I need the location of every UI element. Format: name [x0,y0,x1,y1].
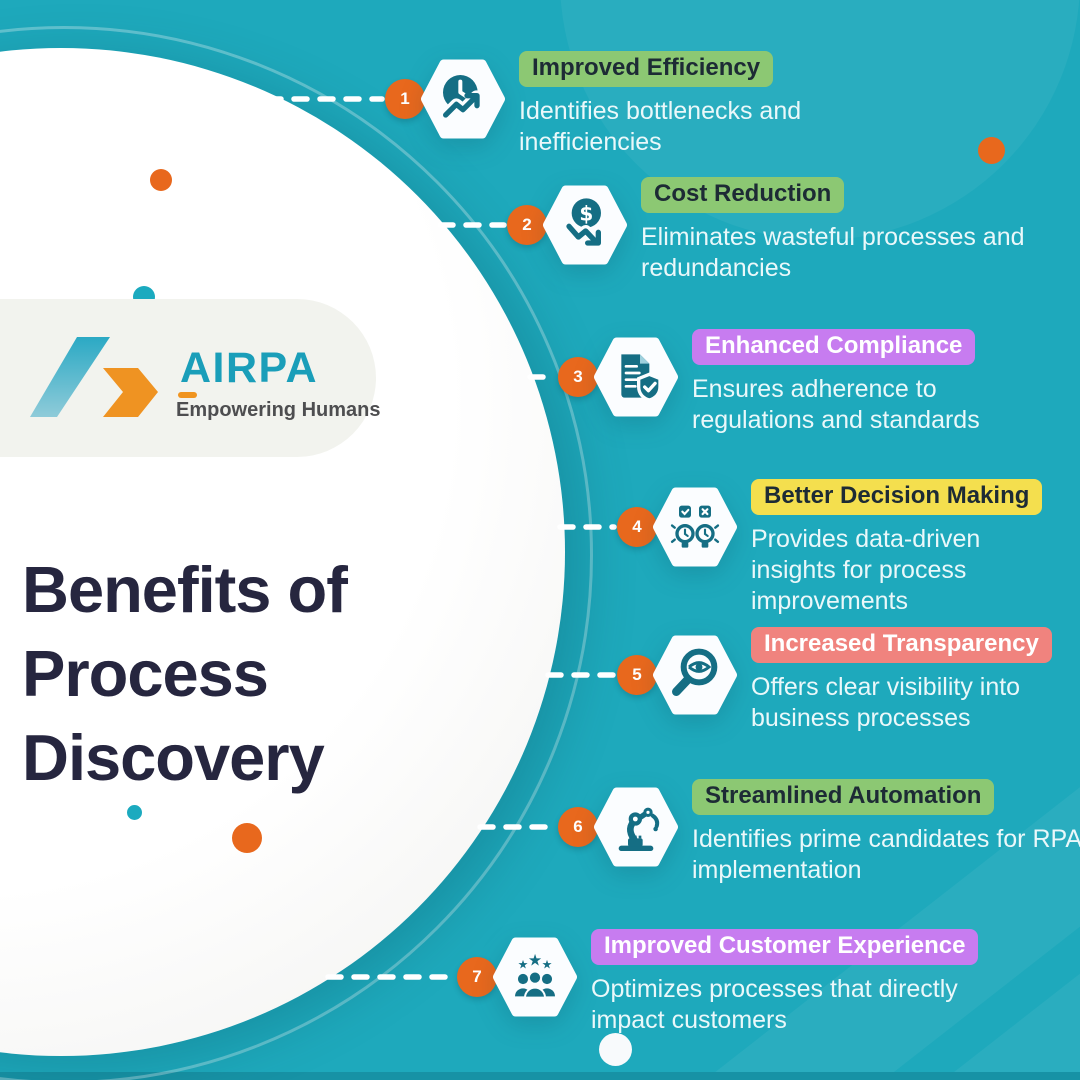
brand-name: AIRPA [180,344,319,392]
transparency-magnifier-icon [672,648,718,696]
orange-dot [232,823,262,853]
benefit-icon-hexagon [594,785,678,869]
benefit-number-badge: 7 [457,957,497,997]
benefit-label-badge: Improved Efficiency [519,51,774,87]
benefit-number-badge: 1 [385,79,425,119]
cost-reduction-coin-icon: $ [563,198,603,249]
benefit-description: Optimizes processes that directly impact… [591,975,958,1034]
page-title: Benefits of Process Discovery [22,548,348,800]
airpa-logo-icon [30,337,158,417]
benefit-label-badge: Improved Customer Experience [591,929,979,965]
customer-experience-people-icon: ★ ★ ★ [515,951,555,999]
benefit-label-badge: Streamlined Automation [692,779,995,815]
efficiency-clock-icon [439,75,483,121]
benefit-description: Provides data-driven insights for proces… [751,525,981,615]
automation-robot-arm-icon [618,807,660,851]
benefit-description: Eliminates wasteful processes and redund… [641,223,1025,282]
title-line: Process [22,637,269,710]
benefit-icon-hexagon: ★ ★ ★ [493,935,577,1019]
benefit-label-badge: Increased Transparency [751,627,1052,663]
title-line: Benefits of [22,553,348,626]
benefit-icon-hexagon [421,57,505,141]
benefit-number-badge: 6 [558,807,598,847]
benefit-description: Offers clear visibility into business pr… [751,673,1021,732]
benefit-description: Ensures adherence to regulations and sta… [692,375,980,434]
benefit-description: Identifies prime candidates for RPA impl… [692,825,1080,884]
benefit-label-badge: Enhanced Compliance [692,329,976,365]
benefit-icon-hexagon [594,335,678,419]
benefit-label-badge: Better Decision Making [751,479,1043,515]
orange-dot [150,169,172,191]
bottom-accent-strip [0,1072,1080,1080]
svg-text:$: $ [579,201,593,225]
svg-text:★: ★ [518,957,529,971]
benefit-number-badge: 2 [507,205,547,245]
brand-accent-dash [178,392,197,398]
benefit-icon-hexagon: $ [543,183,627,267]
hexagon-shape [594,787,678,867]
compliance-document-icon [621,354,662,402]
benefit-icon-hexagon [653,485,737,569]
benefit-icon-hexagon [653,633,737,717]
title-line: Discovery [22,721,325,794]
teal-dot [127,805,142,820]
hexagon-shape [653,487,737,567]
decision-bulbs-icon [670,505,720,548]
orange-dot [978,137,1005,164]
benefit-number-badge: 5 [617,655,657,695]
svg-text:★: ★ [528,951,542,970]
svg-text:★: ★ [542,957,553,971]
benefit-number-badge: 3 [558,357,598,397]
brand-tagline: Empowering Humans [176,399,381,421]
benefit-number-badge: 4 [617,507,657,547]
benefit-description: Identifies bottlenecks and inefficiencie… [519,97,802,156]
white-dot [599,1033,632,1066]
benefit-label-badge: Cost Reduction [641,177,845,213]
